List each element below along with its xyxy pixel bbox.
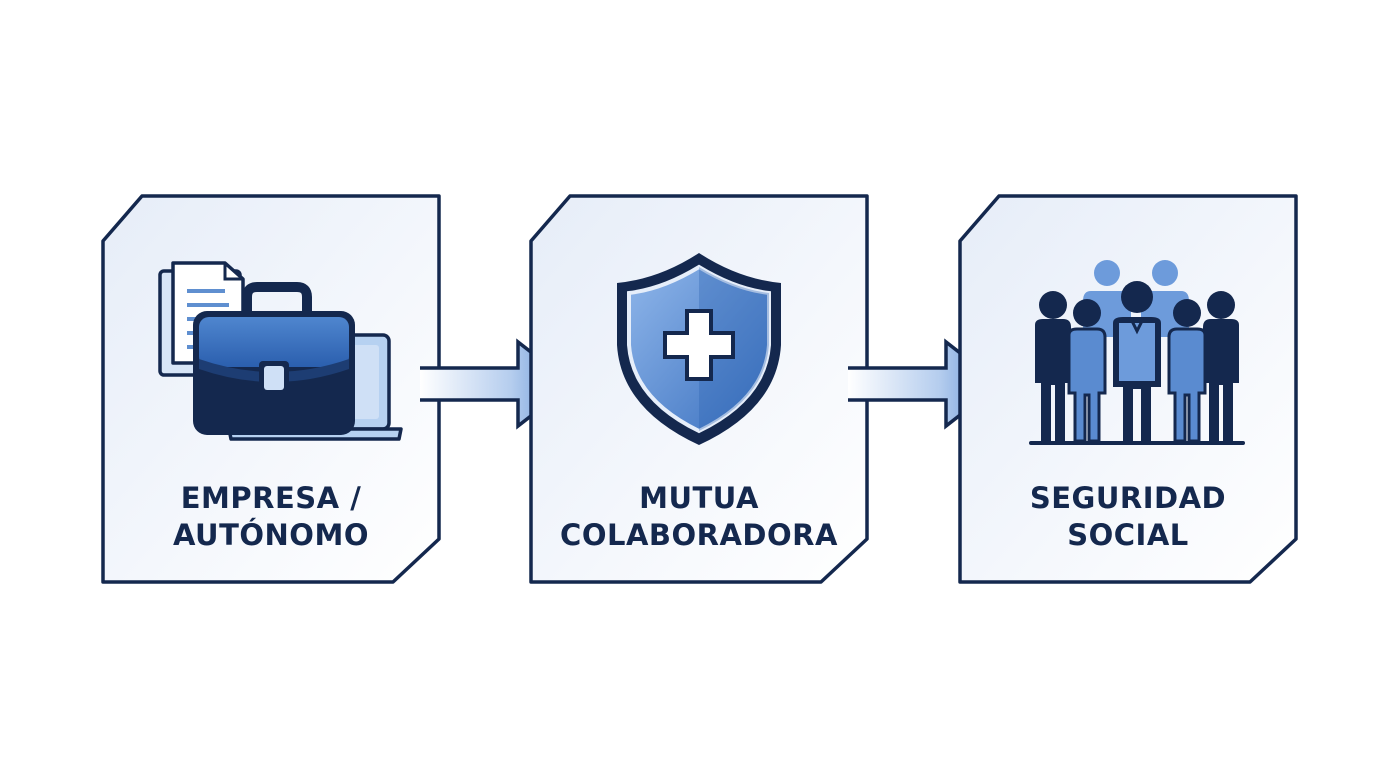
node-label: SEGURIDAD SOCIAL [1029, 481, 1227, 552]
briefcase-icon [158, 261, 403, 441]
case-icon [193, 282, 355, 435]
node-label: MUTUA COLABORADORA [560, 481, 838, 552]
node-label: EMPRESA / AUTÓNOMO [173, 481, 369, 552]
node-empresa: EMPRESA / AUTÓNOMO [100, 193, 442, 585]
node-mutua: MUTUA COLABORADORA [528, 193, 870, 585]
cross-icon [663, 309, 735, 381]
shield-icon [617, 253, 781, 445]
node-seguridad: SEGURIDAD SOCIAL [957, 193, 1299, 585]
people-group-icon [1029, 260, 1245, 445]
